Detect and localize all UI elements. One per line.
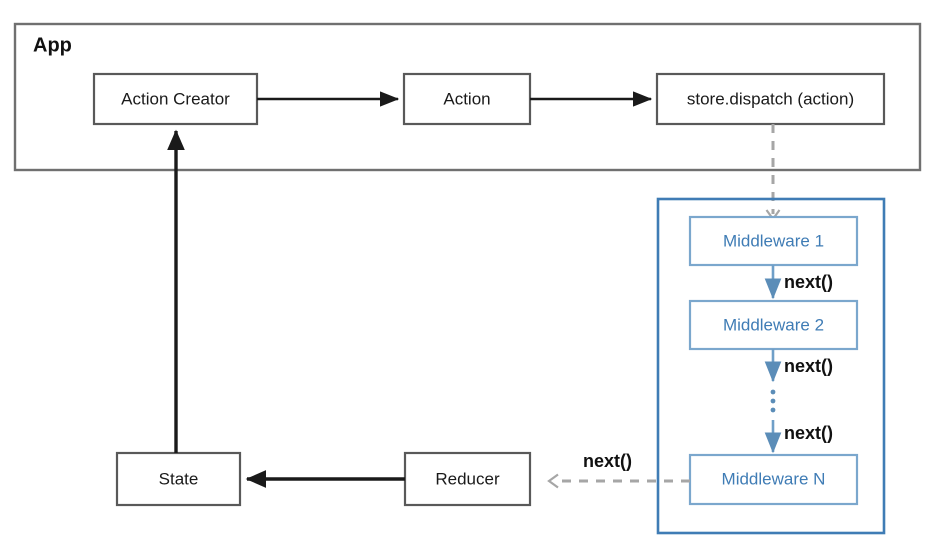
middleware-2-box (688, 299, 859, 351)
reducer-box (403, 451, 532, 507)
middleware-container (656, 197, 886, 535)
middleware-n-label: Middleware N (722, 469, 826, 488)
middleware-1-label: Middleware 1 (723, 231, 824, 250)
store-dispatch-label: store.dispatch (action) (687, 89, 854, 108)
vertical-ellipsis-icon (770, 389, 776, 413)
action-label: Action (443, 89, 490, 108)
next-label-3: next() (784, 423, 833, 443)
reducer-label: Reducer (435, 469, 500, 488)
middleware-n-box (688, 453, 859, 506)
state-box (115, 451, 242, 507)
next-label-reducer: next() (583, 451, 632, 471)
app-container (13, 22, 922, 172)
state-label: State (159, 469, 199, 488)
next-label-1: next() (784, 272, 833, 292)
edge-middlewareN-arrowhead (547, 473, 559, 489)
app-container-label: App (33, 34, 72, 56)
action-creator-label: Action Creator (121, 89, 230, 108)
middleware-2-label: Middleware 2 (723, 315, 824, 334)
action-creator-box (92, 72, 259, 126)
store-dispatch-box (655, 72, 886, 126)
next-label-2: next() (784, 356, 833, 376)
